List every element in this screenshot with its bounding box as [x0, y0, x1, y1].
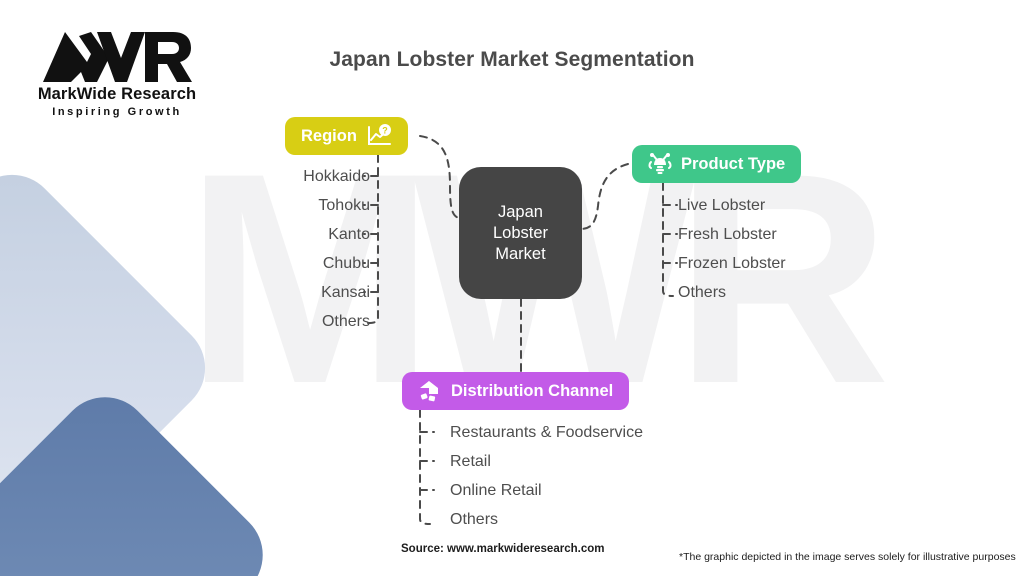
chart-question-icon: ?: [366, 124, 392, 148]
connector-product-spine: [662, 182, 674, 297]
branch-badge-product-type[interactable]: Product Type: [632, 145, 802, 183]
connector-product: [581, 163, 629, 230]
list-item: Others: [678, 284, 727, 301]
branch-items-region: Hokkaido Tohoku Kanto Chubu Kansai Other…: [190, 162, 370, 336]
brand-tagline: Inspiring Growth: [52, 106, 182, 118]
list-item: Fresh Lobster: [678, 226, 777, 243]
branch-label-product-type: Product Type: [681, 154, 786, 173]
branch-items-distribution-channel: Restaurants & Foodservice Retail Online …: [450, 418, 643, 534]
list-item: Frozen Lobster: [678, 255, 786, 272]
decorative-square-dark: [0, 378, 282, 576]
brand-name: MarkWide Research: [37, 85, 197, 103]
connector-channel-spine: [419, 409, 431, 525]
svg-text:?: ?: [382, 126, 388, 136]
list-item: Hokkaido: [303, 168, 370, 185]
list-item: Chubu: [322, 255, 370, 272]
branch-items-product-type: Live Lobster Fresh Lobster Frozen Lobste…: [678, 191, 786, 307]
source-text: Source: www.markwideresearch.com: [401, 543, 605, 555]
branch-label-region: Region: [301, 126, 357, 145]
list-item: Others: [321, 313, 370, 330]
list-item: Tohoku: [318, 197, 370, 214]
branch-badge-region[interactable]: Region ?: [285, 117, 408, 155]
list-item: Live Lobster: [678, 197, 766, 214]
page-title: Japan Lobster Market Segmentation: [329, 48, 695, 71]
brand-logo: MarkWide Research Inspiring Growth: [22, 28, 212, 118]
list-item: Kansai: [321, 284, 370, 301]
list-item: Others: [450, 511, 499, 528]
branch-label-distribution-channel: Distribution Channel: [451, 381, 614, 400]
list-item: Restaurants & Foodservice: [450, 424, 643, 441]
distribution-shop-icon: [418, 379, 442, 403]
list-item: Online Retail: [450, 482, 542, 499]
list-item: Kanto: [328, 226, 370, 243]
center-node: Japan Lobster Market: [459, 167, 582, 299]
mwr-monogram-icon: [43, 32, 192, 82]
connector-channel-ticks: [419, 431, 435, 491]
list-item: Retail: [450, 453, 491, 470]
branch-badge-distribution-channel[interactable]: Distribution Channel: [402, 372, 630, 410]
disclaimer-text: *The graphic depicted in the image serve…: [679, 551, 1016, 563]
lobster-icon: [648, 152, 672, 176]
connector-region: [419, 135, 460, 219]
connector-product-ticks: [662, 204, 678, 264]
